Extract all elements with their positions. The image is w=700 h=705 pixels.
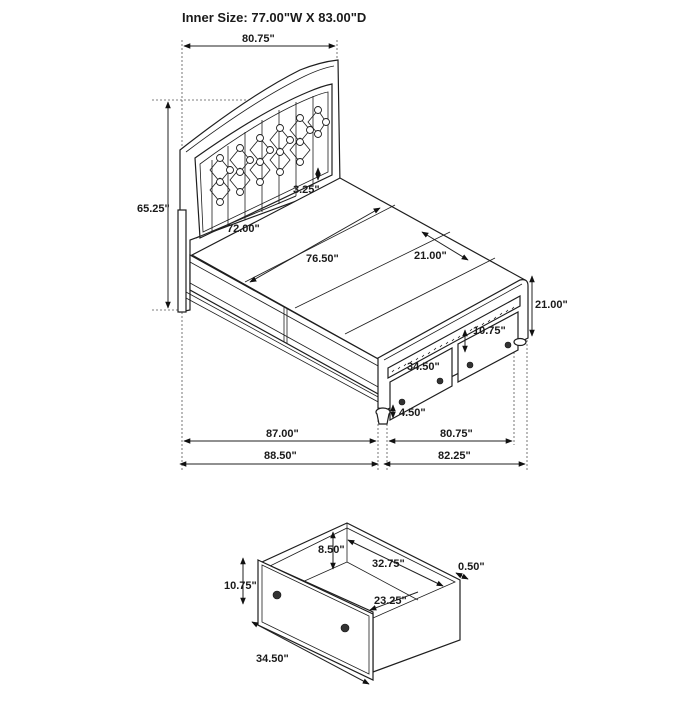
dim-footboard-height: 21.00"	[535, 299, 568, 311]
dim-drawer-front-height: 10.75"	[473, 325, 506, 337]
dim-drawer-interior-height: 8.50"	[318, 544, 345, 556]
inner-size-title: Inner Size: 77.00"W X 83.00"D	[182, 10, 366, 25]
dim-drawer-interior-depth: 32.75"	[372, 558, 405, 570]
bed-drawing: 80.75" 65.25" 3.25" 72.00" 76.50" 21.00"…	[137, 33, 568, 470]
dim-footboard-width: 80.75"	[440, 428, 473, 440]
dim-drawer-front-width-2: 34.50"	[256, 653, 289, 665]
dim-slat-width: 72.00"	[227, 223, 260, 235]
dim-rail-gap: 3.25"	[293, 184, 320, 196]
dim-drawer-panel-thickness: 0.50"	[458, 561, 485, 573]
headboard	[177, 59, 341, 313]
dim-side-length: 87.00"	[266, 428, 299, 440]
footboard-drawer-left	[389, 346, 453, 422]
drawer-drawing: 10.75" 8.50" 32.75" 0.50" 23.25" 34.50"	[224, 522, 485, 685]
dim-overall-width: 82.25"	[438, 450, 471, 462]
dim-center-support: 21.00"	[414, 250, 447, 262]
footboard	[375, 279, 529, 425]
dim-drawer-front-height-2: 10.75"	[224, 580, 257, 592]
dim-drawer-front-width: 34.50"	[407, 361, 440, 373]
dim-leg-height: 4.50"	[399, 407, 426, 419]
dim-drawer-interior-width: 23.25"	[374, 595, 407, 607]
dim-slat-length: 76.50"	[306, 253, 339, 265]
dim-headboard-width: 80.75"	[242, 33, 275, 45]
dim-overall-length: 88.50"	[264, 450, 297, 462]
dim-overall-height: 65.25"	[137, 203, 170, 215]
